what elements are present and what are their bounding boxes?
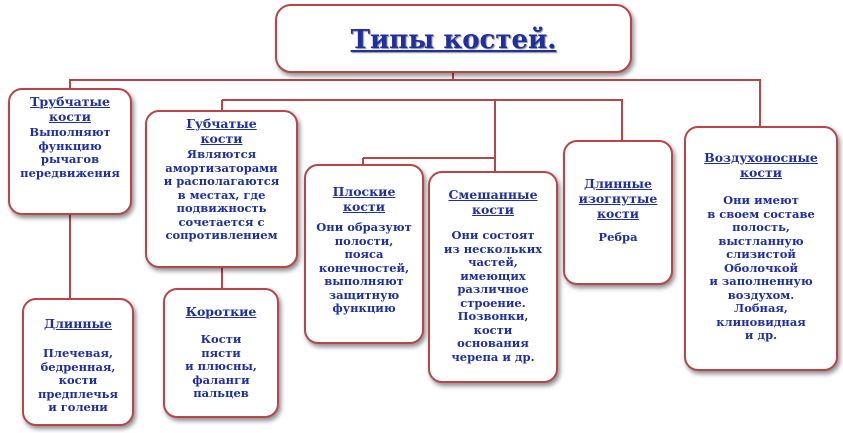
node-spongy-title: Губчатые кости — [186, 116, 257, 146]
node-short-text: Кости пясти и плюсны, фаланги пальцев — [185, 332, 257, 400]
node-tubular: Трубчатые кости Выполняют функцию рычаго… — [8, 88, 132, 215]
node-curved: Длинные изогнутые кости Ребра — [563, 140, 673, 285]
node-mixed: Смешанные кости Они состоят из нескольки… — [428, 171, 558, 383]
node-long-text: Плечевая, бедренная, кости предплечья и … — [37, 346, 118, 414]
node-short-title: Короткие — [185, 304, 257, 319]
node-curved-text: Ребра — [598, 230, 638, 244]
node-spongy: Губчатые кости Являются амортизаторами и… — [145, 110, 298, 268]
node-spongy-text: Являются амортизаторами и располагаются … — [163, 147, 280, 242]
node-air: Воздухоносные кости Они имеют в своем со… — [684, 126, 838, 371]
node-mixed-title: Смешанные кости — [448, 187, 538, 217]
connector-root-bus — [69, 73, 454, 90]
connector-root-air — [453, 79, 761, 128]
node-tubular-title: Трубчатые кости — [30, 94, 110, 124]
node-flat-text: Они образуют полости, пояса конечностей,… — [316, 220, 412, 315]
root-title: Типы костей. — [350, 25, 557, 55]
node-air-text: Они имеют в своем составе полость, выстл… — [707, 193, 815, 342]
node-air-title: Воздухоносные кости — [704, 150, 818, 180]
node-mixed-text: Они состоят из нескольких частей, имеющи… — [443, 228, 543, 364]
node-long-title: Длинные — [44, 316, 112, 331]
node-long: Длинные Плечевая, бедренная, кости предп… — [22, 298, 134, 426]
node-flat-title: Плоские кости — [332, 184, 396, 214]
node-tubular-text: Выполняют функцию рычагов передвижения — [20, 125, 120, 180]
root-node: Типы костей. — [275, 4, 632, 73]
node-short: Короткие Кости пясти и плюсны, фаланги п… — [163, 288, 279, 418]
node-flat: Плоские кости Они образуют полости, пояс… — [304, 164, 424, 344]
connector-bus2 — [222, 99, 623, 142]
node-curved-title: Длинные изогнутые кости — [578, 176, 658, 221]
